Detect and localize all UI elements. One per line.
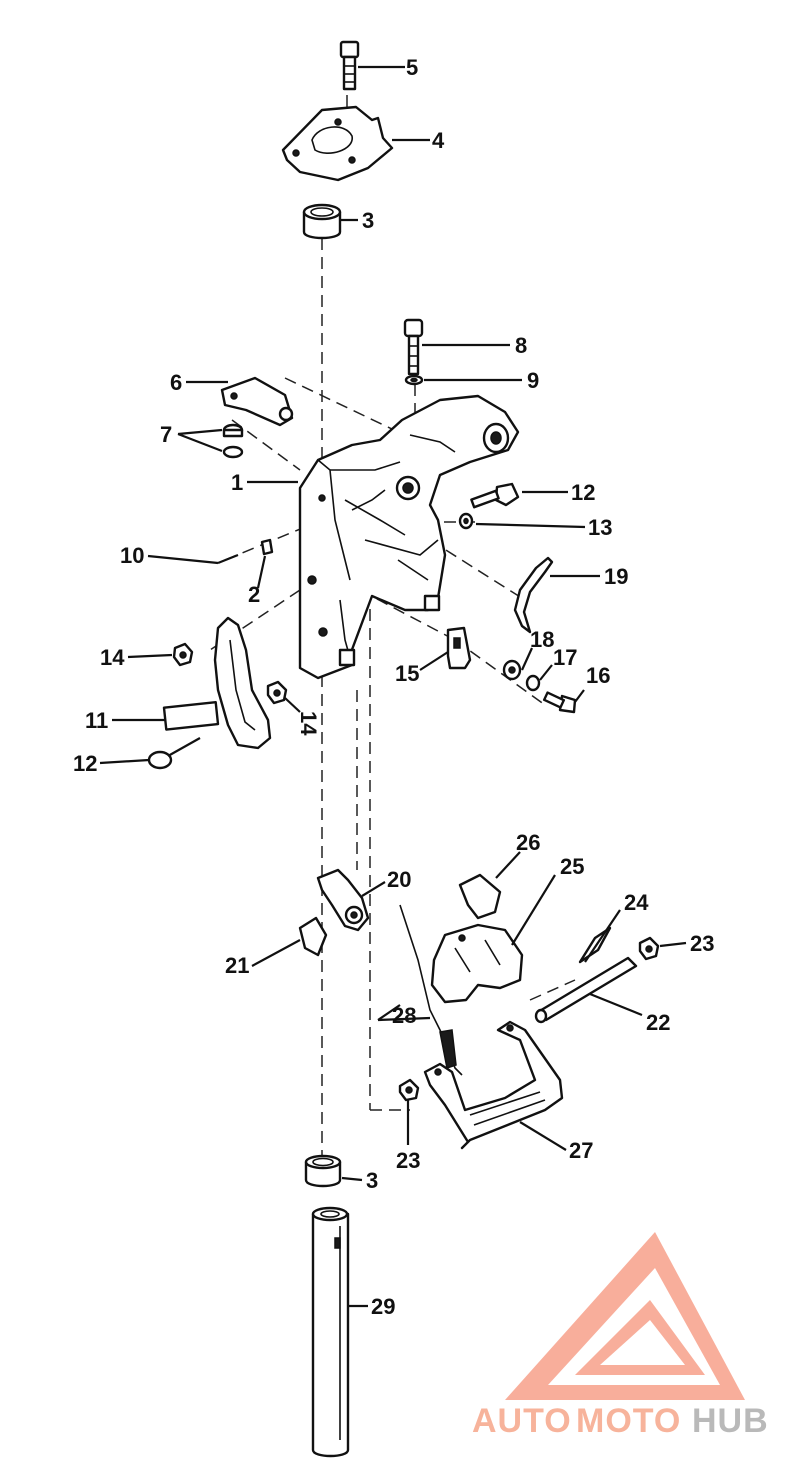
watermark-logo: AUTO MOTO HUB <box>472 1232 769 1440</box>
callout-14-right: 14 <box>296 711 321 736</box>
part-14-nut-right <box>266 680 288 705</box>
part-18-washer <box>502 659 522 681</box>
callout-1: 1 <box>231 470 243 495</box>
part-12-screw-right <box>470 482 520 509</box>
callout-21: 21 <box>225 953 249 978</box>
callout-23-left: 23 <box>396 1148 420 1173</box>
callout-4: 4 <box>432 128 445 153</box>
callout-17: 17 <box>553 645 577 670</box>
part-7-grommets <box>222 423 244 459</box>
callout-9: 9 <box>527 368 539 393</box>
callout-13: 13 <box>588 515 612 540</box>
part-12-screw-left <box>147 737 201 770</box>
watermark-text-hub: HUB <box>692 1402 769 1440</box>
part-15-clip <box>446 626 472 670</box>
callout-26: 26 <box>516 830 540 855</box>
part-8-bolt <box>403 318 424 376</box>
callout-22: 22 <box>646 1010 670 1035</box>
part-27-shift-lever <box>423 1020 564 1150</box>
callout-3-top: 3 <box>362 208 374 233</box>
callout-15: 15 <box>395 661 419 686</box>
part-28-spring <box>399 904 463 1076</box>
part-2-fitting <box>260 538 274 556</box>
callout-11: 11 <box>85 708 108 733</box>
part-21-retainer <box>298 916 328 957</box>
part-23-nut-right <box>638 936 660 961</box>
callout-leader-lines <box>99 65 687 1308</box>
part-29-tube <box>311 1206 350 1458</box>
callout-12-left: 12 <box>73 751 97 776</box>
part-17-lockwasher <box>525 674 541 692</box>
callout-7: 7 <box>160 422 172 447</box>
callout-24: 24 <box>624 890 649 915</box>
part-26-cover <box>458 873 502 920</box>
callout-12-right: 12 <box>571 480 595 505</box>
part-16-screw <box>542 691 577 714</box>
part-11-lever-plate <box>162 616 272 750</box>
part-19-spring <box>513 556 554 634</box>
callout-8: 8 <box>515 333 527 358</box>
part-23-nut-left <box>398 1078 420 1102</box>
watermark-text-moto: MOTO <box>576 1402 681 1440</box>
part-6-bracket-plate <box>220 376 294 427</box>
callout-19: 19 <box>604 564 628 589</box>
part-1-main-bracket <box>298 394 520 680</box>
callout-27: 27 <box>569 1138 593 1163</box>
part-25-shift-clutch <box>430 923 524 1004</box>
part-3-bushing-bottom <box>304 1154 342 1188</box>
callout-labels: 5 4 3 8 9 6 7 1 12 13 10 2 19 14 18 17 1… <box>73 55 714 1319</box>
callout-29: 29 <box>371 1294 395 1319</box>
part-4-plate <box>281 105 394 182</box>
callout-25: 25 <box>560 854 584 879</box>
part-9-washer <box>404 374 424 386</box>
watermark-text-auto: AUTO <box>472 1402 572 1440</box>
callout-10: 10 <box>120 543 144 568</box>
callout-3-bottom: 3 <box>366 1168 378 1193</box>
assembly-center-lines <box>209 95 576 1160</box>
callout-18: 18 <box>530 627 554 652</box>
callout-16: 16 <box>586 663 610 688</box>
callout-20: 20 <box>387 867 411 892</box>
part-20-cam <box>316 868 370 932</box>
part-22-shaft <box>534 956 638 1024</box>
callout-14-left: 14 <box>100 645 125 670</box>
part-14-nut-left <box>172 642 194 667</box>
callout-6: 6 <box>170 370 182 395</box>
callout-2: 2 <box>248 582 260 607</box>
callout-23-right: 23 <box>690 931 714 956</box>
part-3-bushing-top <box>302 203 342 240</box>
part-13-washer <box>458 512 474 530</box>
part-5-bolt <box>339 40 360 91</box>
callout-5: 5 <box>406 55 418 80</box>
part-10-pin <box>217 553 239 565</box>
callout-28: 28 <box>392 1003 416 1028</box>
